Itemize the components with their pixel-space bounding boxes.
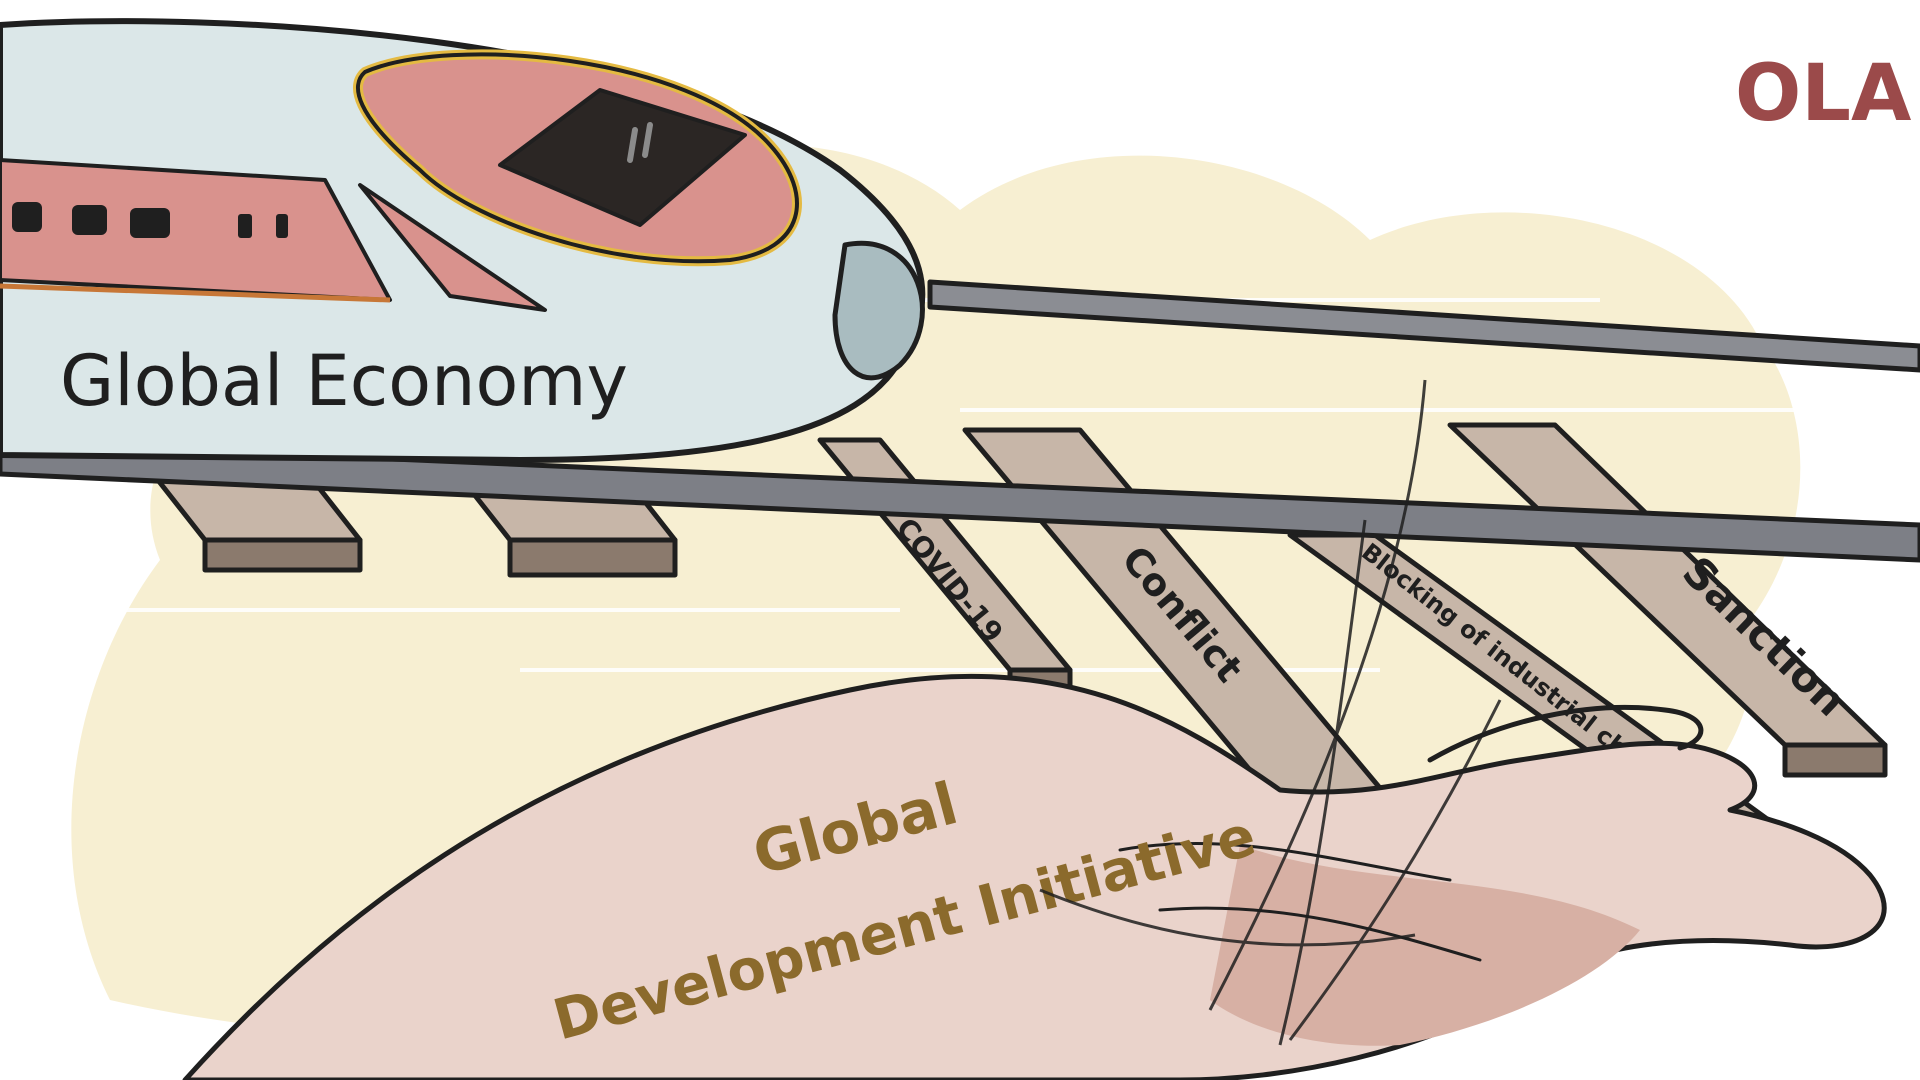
- hand-shadow: [1210, 845, 1640, 1046]
- train-side-stripe: [0, 283, 391, 303]
- train-side-triangle: [358, 183, 547, 312]
- artist-signature: OLA!: [1735, 49, 1920, 139]
- train-cockpit-window: [498, 88, 747, 227]
- plain-sleeper-1: [147, 467, 363, 573]
- train-windows: [12, 202, 288, 238]
- train-nose: [832, 240, 925, 381]
- train-canopy-outline: [356, 52, 799, 264]
- thumb-shape: [1427, 704, 1704, 763]
- upper-rail: [927, 279, 1920, 373]
- motion-scribbles: [1039, 379, 1502, 1046]
- train-label: Global Economy: [60, 340, 628, 422]
- palm-line-2: [1158, 906, 1482, 962]
- rail-track: [0, 279, 1920, 563]
- window-reflection-icon: [627, 122, 653, 163]
- lower-rail: [0, 439, 1920, 563]
- sleeper-sanction: [1447, 422, 1888, 778]
- train: [0, 18, 926, 463]
